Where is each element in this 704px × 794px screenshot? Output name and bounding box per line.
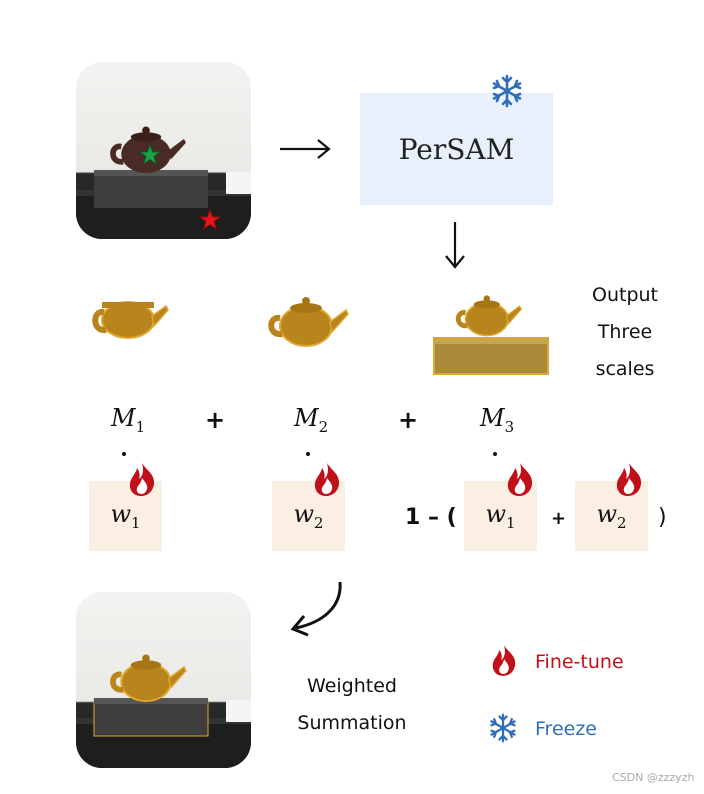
weight-box-w1: w1 — [89, 481, 162, 551]
watermark: CSDN @zzzyzh — [612, 771, 695, 784]
legend-freeze-label: Freeze — [535, 718, 597, 740]
mask-label-m3: M3 — [480, 404, 515, 436]
snowflake-icon — [490, 713, 516, 743]
input-image-scene — [76, 62, 251, 239]
close-paren: ) — [658, 505, 667, 530]
input-image — [76, 62, 251, 239]
flame-icon — [129, 463, 155, 496]
result-image — [76, 592, 251, 768]
negative-point-marker — [199, 209, 221, 231]
output-label-line3: scales — [595, 358, 655, 380]
output-label-line1: Output — [592, 284, 658, 306]
output-label-line2: Three — [597, 321, 653, 343]
persam-model-box: PerSAM — [360, 93, 553, 205]
curved-arrow-icon — [290, 581, 342, 637]
weight-label-w2-repeat: w2 — [596, 500, 627, 532]
result-image-scene — [76, 592, 251, 768]
plus-sign-1: + — [205, 406, 226, 434]
plus-sign-2: + — [398, 406, 419, 434]
multiply-dot-3 — [493, 452, 497, 456]
inner-plus-sign: + — [551, 508, 567, 529]
arrow-down-icon — [445, 222, 465, 269]
mask-scale-1 — [92, 301, 169, 339]
multiply-dot-2 — [306, 452, 310, 456]
weight-label-w1-repeat: w1 — [485, 500, 516, 532]
mask-label-m1: M1 — [111, 404, 146, 436]
positive-point-marker — [139, 144, 161, 166]
weight-label-w2: w2 — [293, 500, 324, 532]
one-minus-open-paren: 1 – ( — [405, 505, 457, 530]
multiply-dot-1 — [122, 452, 126, 456]
mask-scale-2 — [266, 288, 350, 348]
mask-label-m2: M2 — [294, 404, 329, 436]
arrow-right-icon — [280, 139, 331, 159]
flame-icon — [314, 463, 340, 496]
persam-label: PerSAM — [398, 132, 515, 166]
flame-icon — [492, 645, 516, 676]
mask-scale-3 — [433, 288, 549, 375]
weighted-summation-label: Weighted Summation — [292, 668, 412, 742]
legend-finetune-label: Fine-tune — [535, 651, 624, 673]
flame-icon — [507, 463, 533, 496]
summation-label-line2: Summation — [297, 712, 407, 734]
snowflake-icon — [492, 74, 522, 108]
flame-icon — [616, 463, 642, 496]
weight-label-w1: w1 — [110, 500, 141, 532]
output-scales-label: Output Three scales — [582, 277, 668, 388]
summation-label-line1: Weighted — [307, 675, 397, 697]
